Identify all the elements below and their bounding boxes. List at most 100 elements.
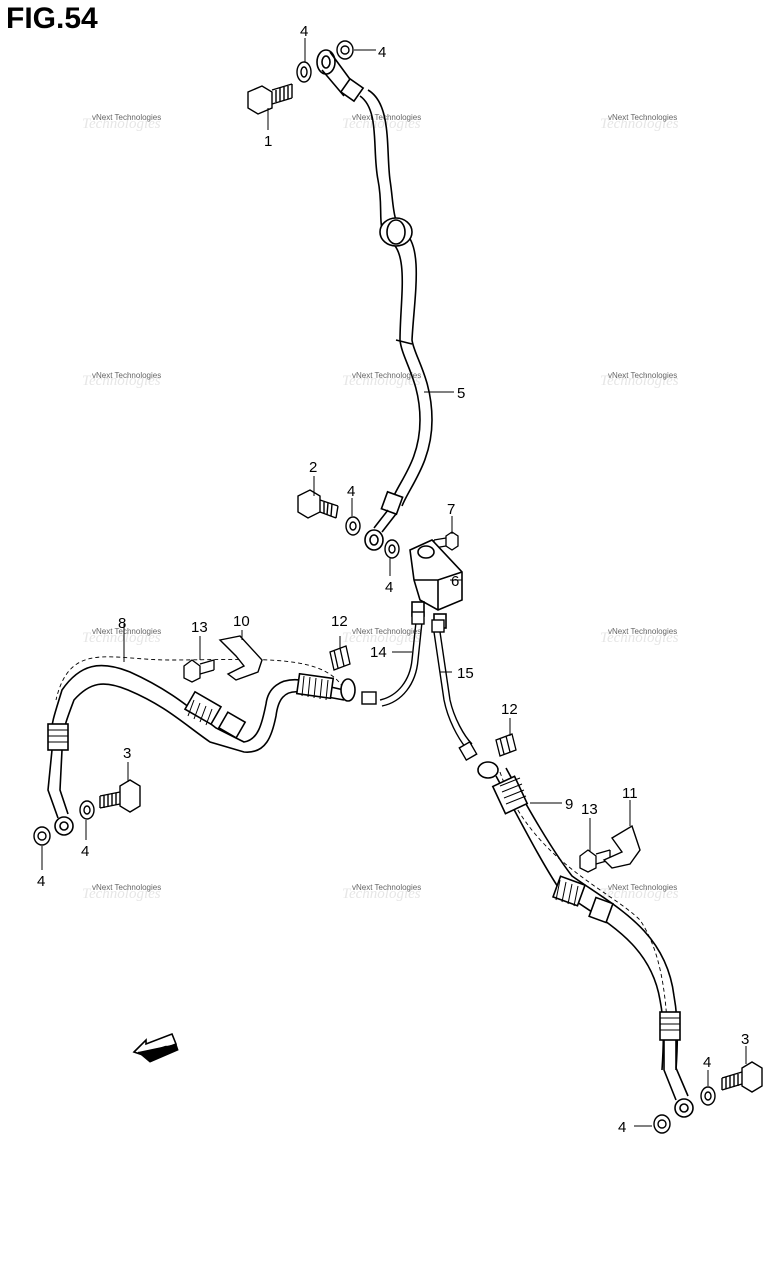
- hose-band: [395, 339, 413, 345]
- watermark-layer: Technologies vNext Technologies Technolo…: [82, 113, 679, 902]
- bolt-head: [741, 1061, 763, 1093]
- hose-grommet-inner: [386, 219, 406, 245]
- hose-outline-left: [359, 95, 421, 501]
- pipe-nut: [411, 611, 425, 625]
- hose-grommet: [379, 217, 413, 247]
- banjo-hole: [321, 55, 331, 69]
- fitting-pipe: [47, 749, 69, 819]
- bolt-thread: [275, 86, 289, 102]
- fitting-pipe: [373, 509, 397, 533]
- watermark-ghost: Technologies: [600, 630, 679, 646]
- callout-numbers: 1 4 4 5 2 4 7 4 6 8 13 10 12 14 15 12 3 …: [37, 23, 749, 1136]
- callout-4: 4: [300, 23, 308, 40]
- ferrule-ribs: [48, 729, 68, 743]
- banjo-bolt-2: [297, 489, 339, 519]
- washer: [336, 40, 354, 60]
- callout-4: 4: [385, 579, 393, 596]
- hose-end-nut: [340, 678, 356, 702]
- banjo-hole: [369, 534, 379, 546]
- hose-end-nut: [477, 761, 499, 779]
- banjo-fitting: [316, 49, 336, 75]
- right-brake-hose: [477, 761, 694, 1118]
- hose-bracket-11: [602, 824, 641, 869]
- banjo-fitting: [54, 816, 74, 836]
- watermark-ghost: Technologies: [342, 886, 421, 902]
- callout-1: 1: [264, 133, 272, 150]
- watermark-ghost: Technologies: [600, 116, 679, 132]
- bolt-shank: [721, 1071, 743, 1091]
- ferrule-ribs: [301, 675, 329, 701]
- pipe-line: [439, 631, 473, 745]
- callout-5: 5: [457, 385, 465, 402]
- pipe-line: [381, 621, 423, 707]
- bolt-thread: [725, 1074, 739, 1089]
- watermark-ghost: Technologies: [82, 116, 161, 132]
- callout-4: 4: [347, 483, 355, 500]
- bolt-head: [445, 531, 459, 551]
- hose-routing-dash: [55, 656, 347, 701]
- banjo-bolt-3: [721, 1061, 763, 1093]
- leader-lines: [41, 38, 747, 1127]
- watermark: vNext Technologies: [608, 113, 677, 122]
- callout-7: 7: [447, 501, 455, 518]
- callout-12: 12: [331, 613, 348, 630]
- watermark: vNext Technologies: [352, 113, 421, 122]
- watermark-ghost: Technologies: [342, 116, 421, 132]
- crimp-ferrule: [588, 896, 614, 924]
- hose-outline-left: [495, 775, 665, 1071]
- banjo-fitting: [364, 529, 384, 551]
- watermark-ghost: Technologies: [600, 373, 679, 389]
- crimp-ferrule: [183, 690, 223, 726]
- watermark: vNext Technologies: [92, 883, 161, 892]
- left-brake-hose: [47, 656, 356, 836]
- ferrule-ribs: [660, 1017, 680, 1031]
- callout-6: 6: [451, 573, 459, 590]
- upper-brake-hose: [316, 49, 433, 551]
- hose-routing-dash: [499, 771, 669, 1041]
- callout-9: 9: [565, 796, 573, 813]
- callout-4: 4: [81, 843, 89, 860]
- clip-body: [329, 645, 351, 671]
- bolt-head: [119, 779, 141, 813]
- bolt-head: [579, 849, 597, 873]
- callout-14: 14: [370, 644, 387, 661]
- watermark: vNext Technologies: [608, 371, 677, 380]
- hose-bracket-10: [218, 635, 263, 681]
- crimp-ferrule: [339, 77, 365, 103]
- watermark: vNext Technologies: [92, 113, 161, 122]
- pipe-nut: [361, 691, 377, 705]
- bolt-shank: [319, 499, 339, 519]
- washer: [653, 1114, 671, 1134]
- watermark-ghost: Technologies: [342, 630, 421, 646]
- callout-11: 11: [622, 785, 638, 802]
- callout-4: 4: [378, 44, 386, 61]
- crimp-ferrule: [551, 875, 587, 907]
- bolt-13: [183, 659, 215, 683]
- banjo-bolt-1: [247, 83, 293, 115]
- watermark-ghost: Technologies: [342, 373, 421, 389]
- clip-body: [495, 733, 517, 757]
- bracket-body: [218, 635, 263, 681]
- pipe-line: [433, 631, 467, 749]
- ferrule-ribs: [187, 699, 213, 726]
- bolt-shank: [199, 659, 215, 675]
- watermark-ghost: Technologies: [82, 373, 161, 389]
- banjo-bolt-3: [99, 779, 141, 813]
- washer: [700, 1086, 716, 1106]
- hose-clip-12: [495, 733, 517, 757]
- callout-3: 3: [123, 745, 131, 762]
- callout-10: 10: [233, 613, 250, 630]
- callout-4: 4: [37, 873, 45, 890]
- bracket-body: [602, 824, 641, 869]
- callout-12: 12: [501, 701, 518, 718]
- hose-outline-right: [367, 89, 433, 507]
- watermark: vNext Technologies: [608, 627, 677, 636]
- pipe-nut: [431, 619, 445, 633]
- three-way-joint: [409, 539, 463, 629]
- washer: [384, 539, 400, 559]
- banjo-fitting: [674, 1098, 694, 1118]
- forward-direction-arrow-icon: FWD: [132, 1032, 179, 1063]
- bolt-thread: [323, 502, 333, 517]
- watermark: vNext Technologies: [608, 883, 677, 892]
